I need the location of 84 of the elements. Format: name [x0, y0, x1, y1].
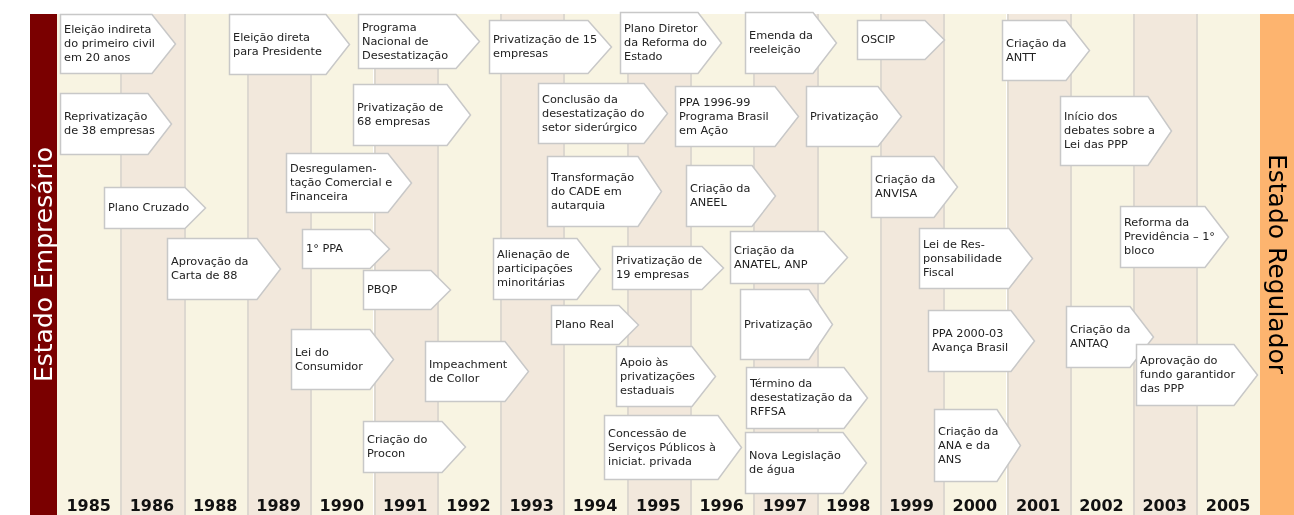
- event-arrow-box: [612, 246, 724, 290]
- event-label: Conclusão da desestatização do setor siderúrgico: [542, 92, 646, 135]
- event-arrow-box: [538, 83, 668, 144]
- event-arrow-box: [675, 86, 799, 147]
- event-label: Reprivatização de 38 empresas: [64, 110, 156, 138]
- year-label: 1988: [191, 496, 239, 515]
- event-label: Concessão de Serviços Públicos à iniciat. privada: [608, 426, 717, 469]
- year-label: 1996: [698, 496, 745, 515]
- year-label: 2001: [1014, 496, 1062, 515]
- event-label: Lei do Consumidor: [295, 345, 364, 374]
- event-label: Criação da ANTT: [1006, 36, 1068, 65]
- event-label: Plano Real: [555, 318, 614, 332]
- year-label: 2003: [1141, 496, 1188, 515]
- event-label: Privatização de 68 empresas: [357, 101, 445, 129]
- event-label: Aprovação do fundo garantidor das PPP: [1140, 354, 1237, 396]
- era-title: Estado Empresário: [29, 146, 58, 382]
- event-label: Plano Cruzado: [108, 201, 190, 215]
- event-label: Criação da ANTAQ: [1070, 323, 1132, 351]
- year-label: 1999: [888, 496, 935, 515]
- event-label: Transformação do CADE em autarquia: [551, 170, 636, 213]
- event-label: Plano Diretor da Reforma do Estado: [624, 22, 708, 64]
- era-title: Estado Regulador: [1262, 154, 1292, 375]
- event-label: Desregulamen-tação Comercial e Financeira: [290, 162, 394, 204]
- event-label: Programa Nacional de Desestatização: [362, 20, 450, 63]
- event-label: Término da desestatização da RFFSA: [750, 377, 854, 419]
- year-label: 1995: [635, 496, 682, 515]
- event-arrow-box: [746, 367, 868, 429]
- event-arrow-box: [1136, 344, 1258, 406]
- event-label: Privatização de 19 empresas: [616, 254, 704, 282]
- event-label: Privatização de 15 empresas: [493, 33, 599, 61]
- event-arrow-box: [745, 432, 867, 494]
- event-label: Criação do Procon: [367, 433, 429, 461]
- year-label: 1986: [128, 496, 176, 515]
- year-label: 1989: [255, 496, 302, 515]
- event-label: Reforma da Previdência – 1° bloco: [1124, 216, 1216, 258]
- event-arrow-box: [1120, 206, 1229, 268]
- year-label: 2002: [1078, 496, 1125, 515]
- event-label: Impeachment de Collor: [429, 357, 509, 386]
- event-label: Apoio às privatizações estaduais: [620, 355, 696, 398]
- event-label: Criação da ANVISA: [875, 173, 937, 201]
- event-label: Criação da ANEEL: [690, 182, 752, 210]
- event-arrow-box: [358, 14, 480, 69]
- event-arrow-box: [104, 187, 206, 229]
- event-label: Eleição direta para Presidente: [233, 30, 323, 59]
- year-label: 2000: [951, 496, 999, 515]
- year-label: 1992: [445, 496, 492, 515]
- event-label: Privatização: [810, 109, 879, 124]
- event-arrow-box: [928, 310, 1035, 372]
- era-band: [1260, 14, 1294, 515]
- year-label: 2005: [1204, 496, 1252, 515]
- event-label: Aprovação da Carta de 88: [171, 255, 250, 283]
- year-label: 1991: [381, 496, 429, 515]
- event-arrow-box: [604, 415, 742, 480]
- event-label: Alienação de participações minoritárias: [497, 248, 574, 290]
- event-arrow-box: [919, 228, 1033, 289]
- event-arrow-box: [286, 153, 412, 213]
- event-arrow-box: [547, 156, 662, 227]
- event-arrow-box: [60, 14, 176, 74]
- event-label: PBQP: [367, 283, 398, 297]
- event-arrow-box: [291, 329, 394, 390]
- year-label: 1994: [571, 496, 619, 515]
- event-label: Eleição indireta do primeiro civil em 20 anos: [64, 23, 156, 65]
- event-label: PPA 1996-99 Programa Brasil em Ação: [679, 95, 770, 138]
- event-label: Emenda da reeleição: [749, 29, 815, 57]
- event-label: Início dos debates sobre a Lei das PPP: [1064, 110, 1156, 152]
- year-label: 1993: [508, 496, 555, 515]
- event-label: Privatização: [744, 317, 813, 332]
- event-arrow-box: [934, 409, 1021, 482]
- event-label: PPA 2000-03 Avança Brasil: [932, 327, 1010, 355]
- event-label: Nova Legislação de água: [749, 449, 842, 477]
- year-label: 1997: [761, 496, 809, 515]
- event-arrow-box: [353, 84, 471, 146]
- year-label: 1998: [824, 496, 872, 515]
- event-label: Criação da ANATEL, ANP: [734, 243, 809, 272]
- event-label: 1° PPA: [306, 242, 344, 256]
- event-arrow-box: [229, 14, 350, 75]
- event-arrow-box: [730, 231, 848, 284]
- event-label: Criação da ANA e da ANS: [938, 424, 1000, 467]
- year-label: 1990: [318, 496, 366, 515]
- event-label: Lei de Res-ponsabilidade Fiscal: [923, 237, 1003, 280]
- era-band: [30, 14, 57, 515]
- event-arrow-box: [489, 20, 612, 74]
- event-label: OSCIP: [861, 33, 896, 47]
- year-label: 1985: [65, 496, 112, 515]
